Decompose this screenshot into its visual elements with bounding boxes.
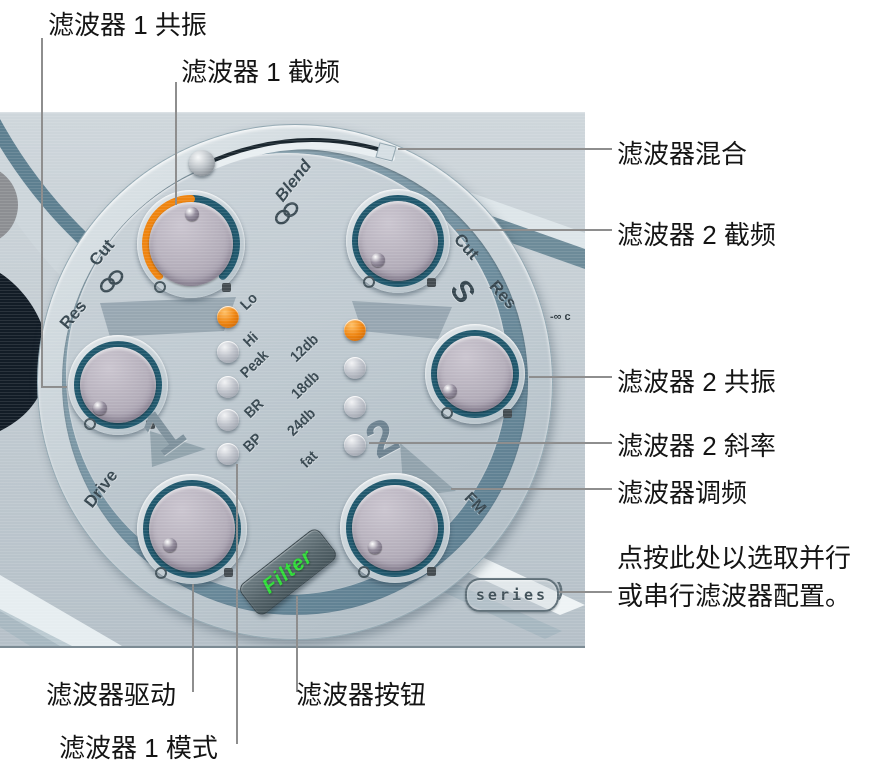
series-button-label: series xyxy=(475,586,549,604)
filter1-mode-led-br[interactable] xyxy=(217,409,239,431)
knob-max-marker xyxy=(223,568,233,578)
series-button-tail: ) xyxy=(557,580,563,602)
callout-filter-fm: 滤波器调频 xyxy=(617,478,748,508)
filter1-cutoff-knob[interactable] xyxy=(137,190,245,298)
callout-filter1-res: 滤波器 1 共振 xyxy=(48,10,207,40)
knob-ring xyxy=(431,330,519,418)
callout-line-filter2-cut xyxy=(456,229,612,231)
knob-max-marker xyxy=(221,282,231,292)
knob-min-marker xyxy=(362,275,375,288)
knob-face xyxy=(149,486,235,572)
dark-gap-shape xyxy=(0,273,49,431)
callout-line-filter1-res-horiz xyxy=(41,386,67,388)
es2-filter-panel: Blend S xyxy=(0,112,585,648)
callout-filter-drive: 滤波器驱动 xyxy=(46,680,177,710)
filter2-slope-led-12db[interactable] xyxy=(344,319,366,341)
filter1-mode-led-peak[interactable] xyxy=(217,376,239,398)
callout-line-filter1-mode xyxy=(236,464,238,744)
filter1-graphic-bar xyxy=(100,297,236,337)
filter2-graphic-bar xyxy=(352,301,452,339)
callout-filter2-slope: 滤波器 2 斜率 xyxy=(617,431,776,461)
callout-filter2-cut: 滤波器 2 截频 xyxy=(617,220,776,250)
filter2-slope-led-18db[interactable] xyxy=(344,357,366,379)
blend-slider-handle[interactable] xyxy=(189,150,215,176)
knob-indicator-dot xyxy=(368,540,382,554)
callout-line-series xyxy=(559,591,612,593)
knob-min-marker xyxy=(357,565,370,578)
knob-max-marker xyxy=(427,277,437,287)
callout-line-filter-blend xyxy=(398,148,612,150)
link-icon xyxy=(274,202,299,225)
filter1-resonance-knob[interactable] xyxy=(68,335,168,435)
blend-slider-groove-highlight xyxy=(199,141,395,174)
filter-fm-knob[interactable] xyxy=(340,473,450,583)
filter2-slope-led-fat[interactable] xyxy=(344,434,366,456)
knob-face xyxy=(358,201,438,281)
knob-min-marker xyxy=(84,418,96,430)
callout-line-filter-fm xyxy=(451,488,612,490)
callout-line-filter2-res xyxy=(529,376,612,378)
knob-ring xyxy=(346,479,444,577)
callout-filter1-mode: 滤波器 1 模式 xyxy=(59,733,218,763)
series-parallel-button[interactable]: series xyxy=(465,578,559,612)
filter2-slope-led-24db[interactable] xyxy=(344,396,366,418)
callout-line-filter2-slope xyxy=(369,442,612,444)
link-icon xyxy=(99,270,124,293)
callout-filter2-res: 滤波器 2 共振 xyxy=(617,367,776,397)
knob-indicator-dot xyxy=(185,207,199,221)
callout-line-filter-drive xyxy=(192,584,194,692)
knob-max-marker xyxy=(426,567,436,577)
blend-slider-end-notch xyxy=(375,142,397,162)
spoke-bottom-right-shadow xyxy=(428,575,562,639)
callout-line-filter1-res xyxy=(41,38,43,388)
knob-min-marker xyxy=(154,280,167,293)
callout-line-filter-button xyxy=(296,596,298,692)
blend-slider-groove[interactable] xyxy=(201,138,393,167)
knob-ring xyxy=(74,341,162,429)
callout-series-hint-line2: 或串行滤波器配置。 xyxy=(617,581,852,611)
knob-indicator-dot xyxy=(371,253,385,267)
callout-series-hint-line1: 点按此处以选取并行 xyxy=(617,543,852,573)
knob-face xyxy=(437,336,513,412)
callout-filter-button: 滤波器按钮 xyxy=(296,680,427,710)
neighbor-knob-sliver xyxy=(0,171,18,239)
knob-face xyxy=(352,485,438,571)
filter1-arrow-wedge xyxy=(150,431,206,467)
filter1-mode-led-bp[interactable] xyxy=(217,443,239,465)
knob-face xyxy=(80,347,156,423)
callout-filter1-cut: 滤波器 1 截频 xyxy=(181,57,340,87)
callout-line-filter1-cut xyxy=(175,82,177,205)
knob-indicator-dot xyxy=(93,401,107,415)
filter2-cutoff-knob[interactable] xyxy=(346,189,450,293)
filter1-mode-led-hi[interactable] xyxy=(217,341,239,363)
filter-drive-knob[interactable] xyxy=(137,474,247,584)
spoke-bottom-left-shadow xyxy=(0,609,72,646)
knob-indicator-dot xyxy=(163,538,177,552)
filter1-mode-led-lo[interactable] xyxy=(217,306,239,328)
knob-ring xyxy=(352,195,444,287)
knob-max-marker xyxy=(146,420,155,429)
scale-fragment: -∞ c xyxy=(550,311,571,323)
callout-filter-blend: 滤波器混合 xyxy=(617,139,748,169)
knob-min-marker xyxy=(441,407,453,419)
knob-max-marker xyxy=(503,409,512,418)
filter2-resonance-knob[interactable] xyxy=(425,324,525,424)
filter1-cutoff-ring xyxy=(142,195,240,280)
knob-min-marker xyxy=(154,566,167,579)
knob-indicator-dot xyxy=(443,384,457,398)
